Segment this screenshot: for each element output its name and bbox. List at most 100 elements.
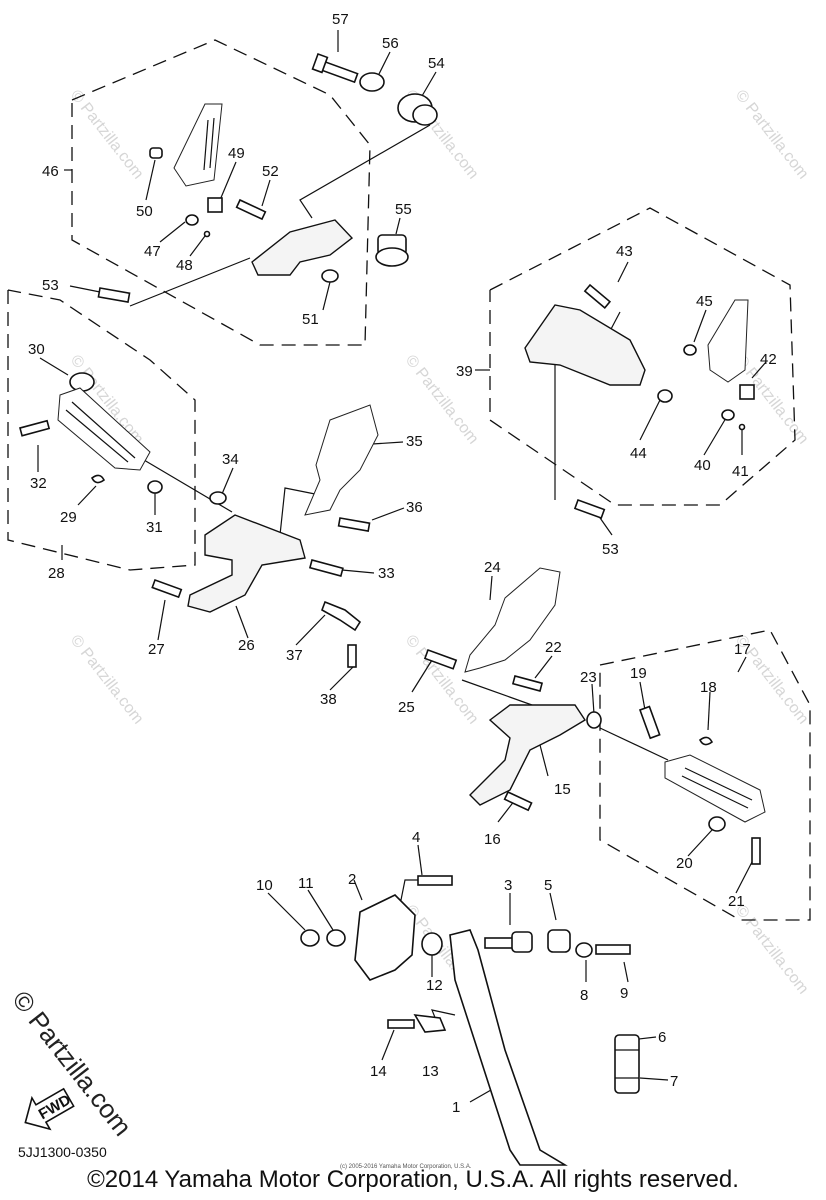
part-41-ball xyxy=(738,423,746,431)
part-13-switch xyxy=(413,1014,447,1033)
callout-22: 22 xyxy=(545,639,562,656)
callout-24: 24 xyxy=(484,559,501,576)
part-52-bolt xyxy=(235,198,267,221)
callout-12: 12 xyxy=(426,977,443,994)
part-33-bolt xyxy=(308,559,344,577)
part-36-bolt xyxy=(337,517,371,533)
callout-39: 39 xyxy=(456,363,473,380)
callout-48: 48 xyxy=(176,257,193,274)
callout-21: 21 xyxy=(728,893,745,910)
part-20-washer xyxy=(708,816,726,832)
part-footpeg-top xyxy=(149,103,223,187)
callout-15: 15 xyxy=(554,781,571,798)
watermark-text: © Partzilla.com xyxy=(732,87,812,182)
part-43-bolt xyxy=(583,283,612,309)
part-31-washer xyxy=(147,480,163,494)
watermark-text: © Partzilla.com xyxy=(67,87,147,182)
callout-44: 44 xyxy=(630,445,647,462)
watermark-text: © Partzilla.com xyxy=(67,632,147,727)
part-footpeg-17 xyxy=(664,754,766,823)
callout-47: 47 xyxy=(144,243,161,260)
callout-32: 32 xyxy=(30,475,47,492)
part-9-bolt xyxy=(595,944,631,955)
callout-7: 7 xyxy=(670,1073,678,1090)
part-26-bracket xyxy=(187,514,306,613)
part-4-bolt xyxy=(417,875,453,886)
callout-18: 18 xyxy=(700,679,717,696)
callout-51: 51 xyxy=(302,311,319,328)
part-53-bolt-top xyxy=(97,287,131,303)
part-53-bolt-mid xyxy=(573,498,606,520)
callout-34: 34 xyxy=(222,451,239,468)
callout-53: 53 xyxy=(42,277,59,294)
callout-42: 42 xyxy=(760,351,777,368)
part-bracket-top xyxy=(251,219,354,276)
callout-9: 9 xyxy=(620,985,628,1002)
part-5-plate xyxy=(547,929,571,953)
part-45-cap xyxy=(683,344,697,356)
part-3-bolt xyxy=(484,931,533,953)
part-29-spring xyxy=(90,474,106,484)
part-8-washer xyxy=(575,942,593,958)
part-34-washer xyxy=(209,491,227,505)
part-57-bolt xyxy=(311,52,359,84)
callout-31: 31 xyxy=(146,519,163,536)
callout-56: 56 xyxy=(382,35,399,52)
callout-23: 23 xyxy=(580,669,597,686)
outline-28 xyxy=(7,289,196,571)
watermark-text: © Partzilla.com xyxy=(732,902,812,997)
part-12-washer xyxy=(421,932,443,956)
callout-49: 49 xyxy=(228,145,245,162)
part-19-bolt xyxy=(638,705,661,740)
callout-36: 36 xyxy=(406,499,423,516)
callout-50: 50 xyxy=(136,203,153,220)
outline-39 xyxy=(489,207,796,506)
callout-45: 45 xyxy=(696,293,713,310)
callout-55: 55 xyxy=(395,201,412,218)
callout-27: 27 xyxy=(148,641,165,658)
part-15-bracket xyxy=(469,704,586,806)
part-56-washer xyxy=(359,72,385,92)
callout-28: 28 xyxy=(48,565,65,582)
part-44-washer xyxy=(657,389,673,403)
part-2-bracket xyxy=(354,894,416,981)
part-40-spring xyxy=(721,409,735,421)
callout-5: 5 xyxy=(544,877,552,894)
callout-54: 54 xyxy=(428,55,445,72)
callout-57: 57 xyxy=(332,11,349,28)
part-49-bracket xyxy=(207,197,223,213)
part-24-heel-guard xyxy=(464,567,561,673)
callout-19: 19 xyxy=(630,665,647,682)
part-54-bushing xyxy=(397,93,438,126)
callout-41: 41 xyxy=(732,463,749,480)
outline-46 xyxy=(71,39,371,346)
part-11-washer xyxy=(326,929,346,947)
part-27-bolt xyxy=(151,578,183,599)
callout-33: 33 xyxy=(378,565,395,582)
part-10-nut xyxy=(300,929,320,947)
callout-10: 10 xyxy=(256,877,273,894)
callout-26: 26 xyxy=(238,637,255,654)
callout-38: 38 xyxy=(320,691,337,708)
part-37-clip xyxy=(321,600,362,632)
part-51-nut xyxy=(321,269,339,283)
watermark-group: © Partzilla.com © Partzilla.com © Partzi… xyxy=(67,87,812,997)
fwd-arrow: FWD xyxy=(24,1087,75,1131)
part-1-sidestand xyxy=(449,929,568,1166)
callout-25: 25 xyxy=(398,699,415,716)
outline-17 xyxy=(599,629,811,921)
copyright-footer: ©2014 Yamaha Motor Corporation, U.S.A. A… xyxy=(87,1166,739,1193)
callout-1: 1 xyxy=(452,1099,460,1116)
part-18-spring xyxy=(698,736,714,746)
part-21-bolt xyxy=(751,837,761,865)
part-35-heel-guard xyxy=(304,404,379,516)
assembly-outlines xyxy=(7,39,811,921)
part-32-bolt xyxy=(19,419,51,437)
callout-16: 16 xyxy=(484,831,501,848)
part-16-bolt xyxy=(503,790,533,812)
callout-11: 11 xyxy=(298,875,314,892)
part-30-cap xyxy=(69,372,95,392)
diagram-code: 5JJ1300-0350 xyxy=(18,1144,107,1160)
callout-8: 8 xyxy=(580,987,588,1004)
